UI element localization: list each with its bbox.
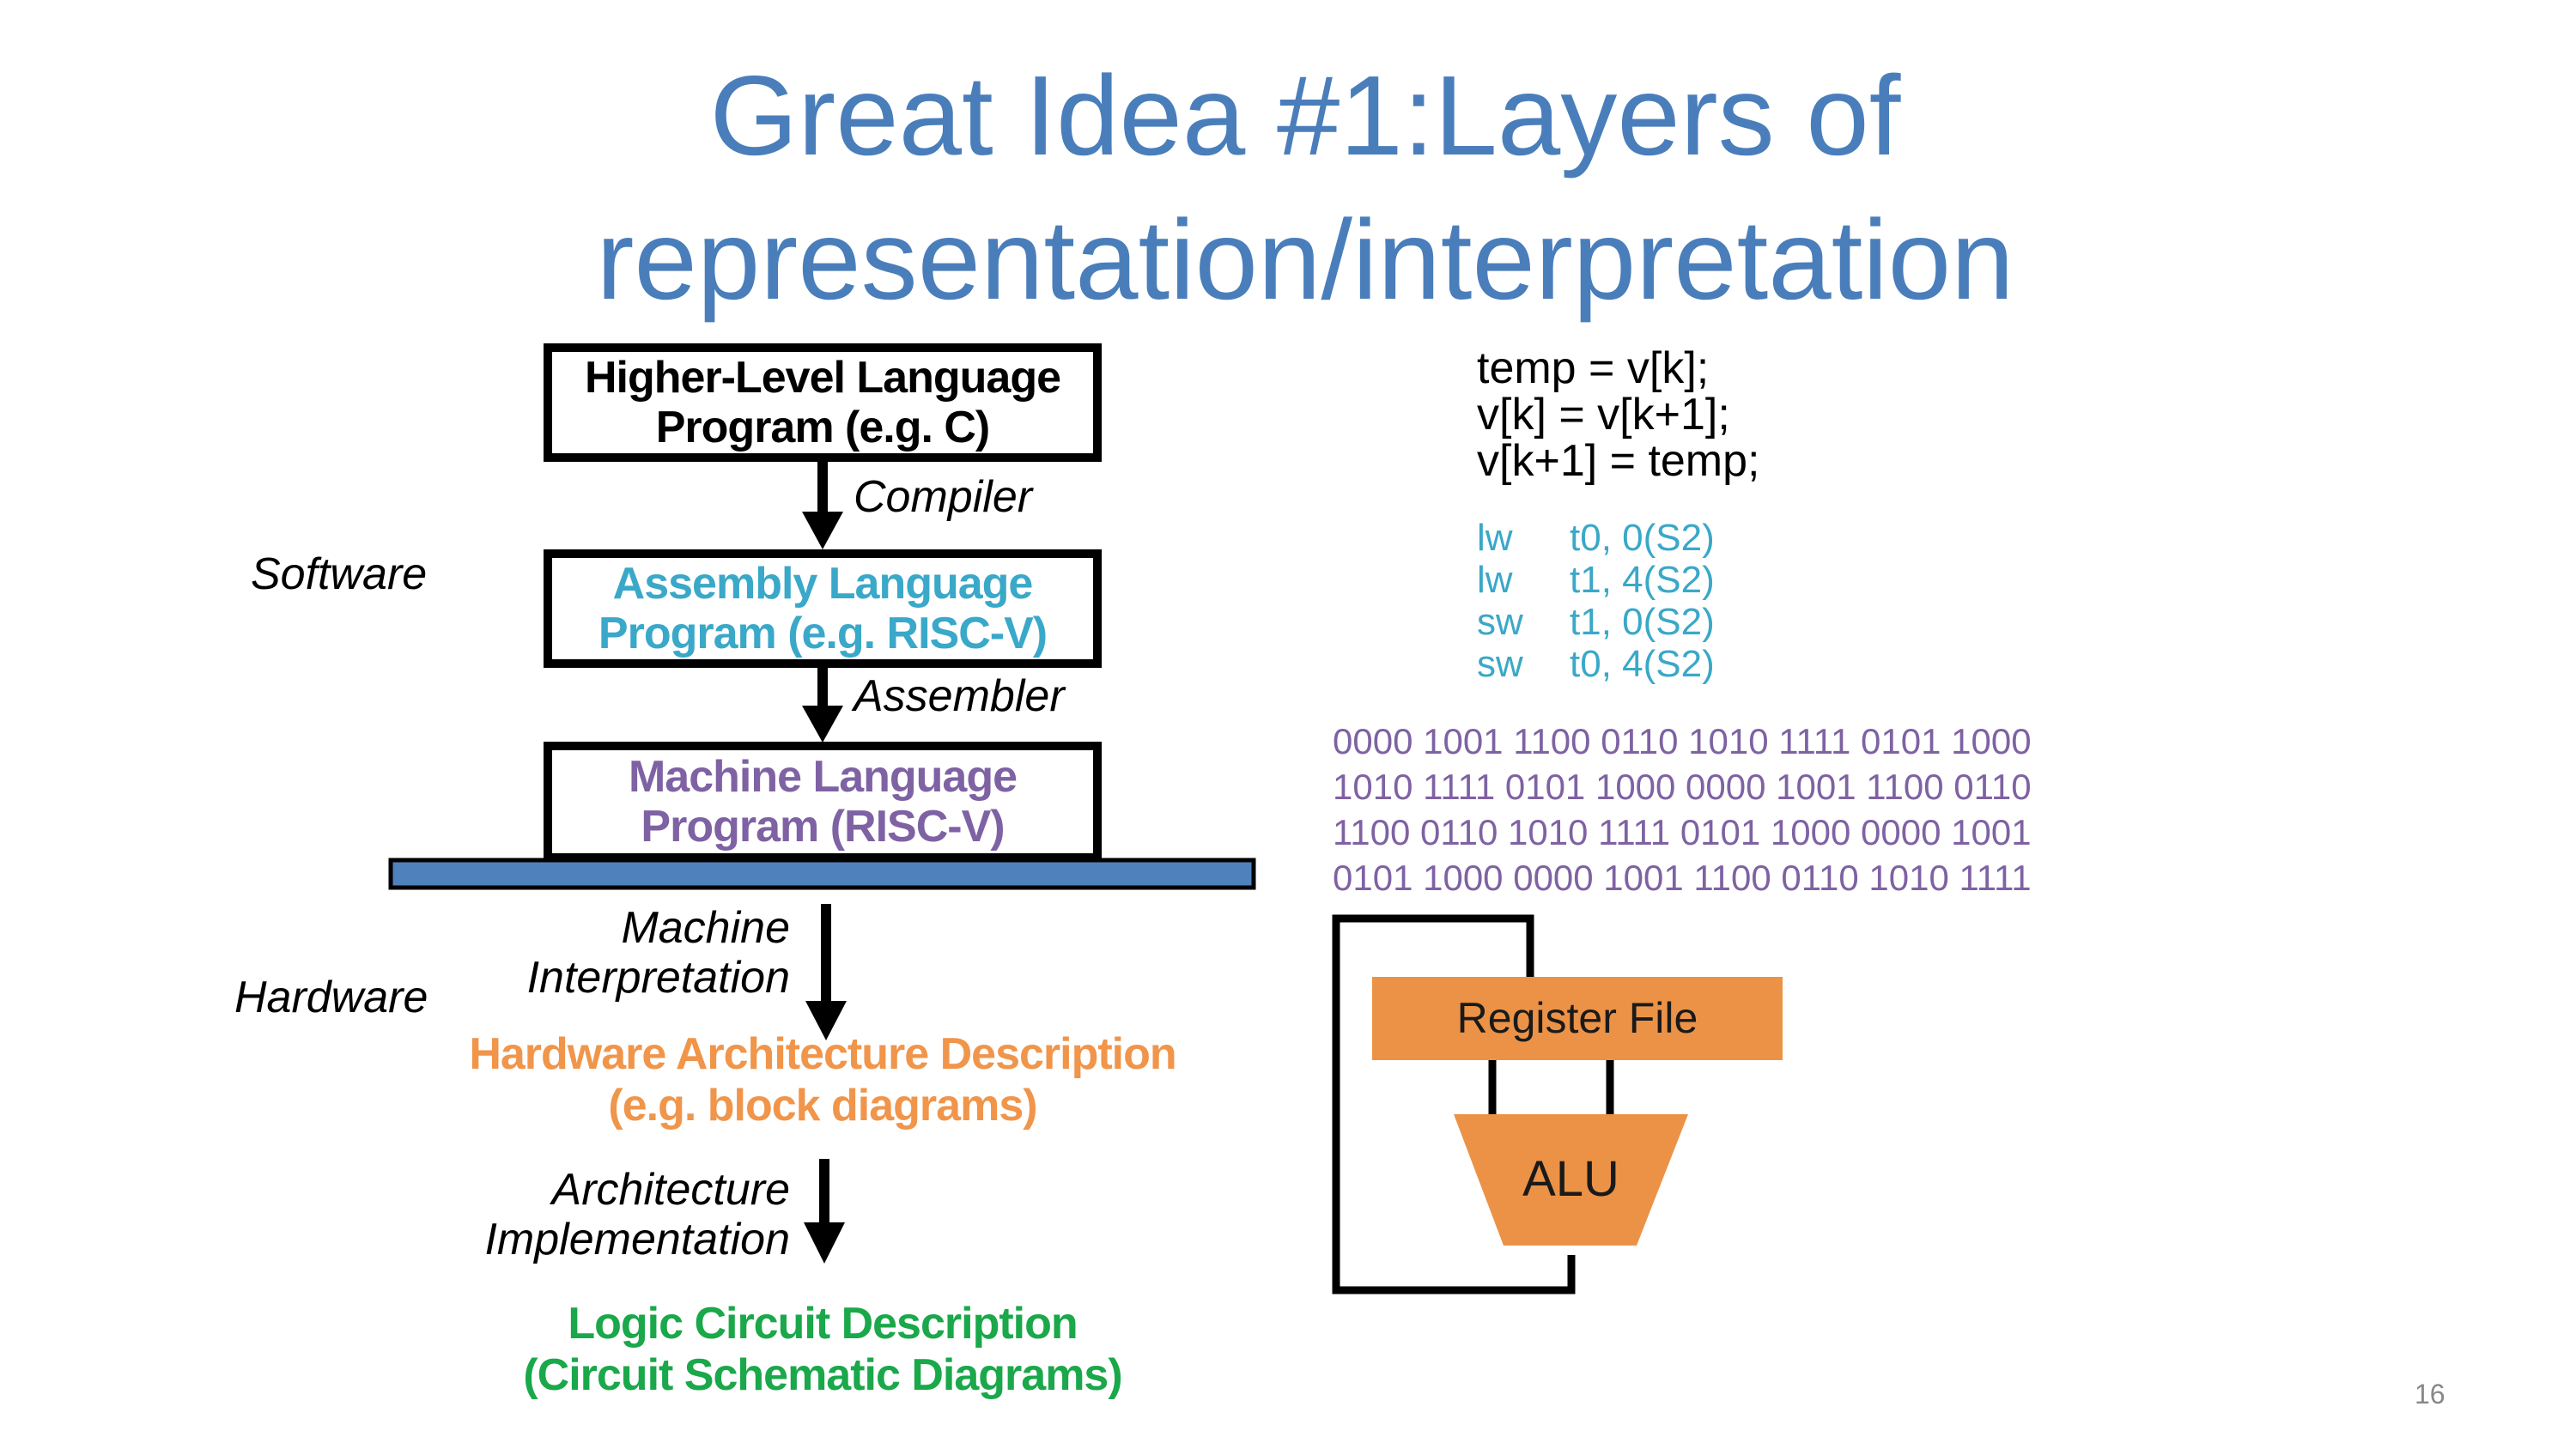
asm-op: lw: [1477, 517, 1513, 559]
machine-interpretation-label: Machine Interpretation: [527, 903, 790, 1003]
hw-sw-interface-bar: [388, 858, 1256, 890]
layer-hw-arch-line2: (e.g. block diagrams): [608, 1081, 1037, 1131]
binary-line: 1010 1111 0101 1000 0000 1001 1100 0110: [1333, 767, 2032, 807]
architecture-implementation-line1: Architecture: [551, 1165, 790, 1215]
asm-op: sw: [1477, 601, 1523, 643]
binary-line: 0101 1000 0000 1001 1100 0110 1010 1111: [1333, 858, 2032, 898]
c-code-line: temp = v[k];: [1477, 343, 1710, 393]
arrow-compiler: [802, 460, 843, 549]
layer-asm-line2: Program (e.g. RISC-V): [598, 609, 1048, 658]
alu-label: ALU: [1522, 1151, 1619, 1207]
layer-machine-line2: Program (RISC-V): [641, 802, 1005, 852]
layer-hw-arch: Hardware Architecture Description (e.g. …: [469, 1028, 1176, 1131]
asm-line: sw t1, 0(S2): [1477, 601, 1715, 643]
binary-code-block: 0000 1001 1100 0110 1010 1111 0101 1000 …: [1333, 718, 2032, 900]
assembler-label: Assembler: [854, 671, 1065, 721]
asm-op: lw: [1477, 559, 1513, 601]
software-label: Software: [251, 549, 428, 599]
layer-machine-box: Machine Language Program (RISC-V): [544, 742, 1102, 862]
slide-title-line2: representation/interpretation: [596, 197, 2014, 323]
c-code-line: v[k+1] = temp;: [1477, 436, 1760, 486]
asm-line: lw t0, 0(S2): [1477, 517, 1715, 559]
asm-op: sw: [1477, 643, 1523, 685]
architecture-implementation-label: Architecture Implementation: [484, 1165, 790, 1264]
compiler-label: Compiler: [854, 472, 1033, 522]
layer-logic-line1: Logic Circuit Description: [568, 1299, 1078, 1349]
layer-machine-line1: Machine Language: [628, 752, 1018, 802]
datapath-diagram: [1332, 914, 1783, 1294]
layer-logic-line2: (Circuit Schematic Diagrams): [523, 1350, 1122, 1400]
layer-hw-arch-line1: Hardware Architecture Description: [469, 1029, 1176, 1079]
register-file-block: [1372, 977, 1783, 1060]
arrow-architecture-implementation: [804, 1159, 845, 1264]
page-number: 16: [2415, 1379, 2445, 1410]
c-code-block: temp = v[k]; v[k] = v[k+1]; v[k+1] = tem…: [1477, 345, 1760, 484]
binary-line: 0000 1001 1100 0110 1010 1111 0101 1000: [1333, 721, 2032, 761]
machine-interpretation-line1: Machine: [621, 903, 790, 953]
asm-code-block: lw t0, 0(S2) lw t1, 4(S2) sw t1, 0(S2) sw t0…: [1477, 517, 1715, 685]
layer-asm-line1: Assembly Language: [612, 559, 1034, 609]
machine-interpretation-line2: Interpretation: [526, 953, 790, 1003]
alu-block: [1454, 1114, 1688, 1246]
asm-line: sw t0, 4(S2): [1477, 643, 1715, 685]
layer-hll-line1: Higher-Level Language: [585, 353, 1061, 403]
arrow-machine-interpretation: [805, 904, 847, 1040]
arrow-assembler: [802, 666, 843, 743]
asm-args: t1, 0(S2): [1570, 601, 1715, 643]
binary-line: 1100 0110 1010 1111 0101 1000 0000 1001: [1333, 812, 2032, 852]
register-file-label: Register File: [1456, 994, 1698, 1042]
hardware-label: Hardware: [234, 973, 428, 1022]
layer-hll-box: Higher-Level Language Program (e.g. C): [544, 343, 1102, 462]
asm-args: t0, 0(S2): [1570, 517, 1715, 559]
architecture-implementation-line2: Implementation: [484, 1215, 790, 1264]
asm-line: lw t1, 4(S2): [1477, 559, 1715, 601]
layer-asm-box: Assembly Language Program (e.g. RISC-V): [544, 549, 1102, 668]
layer-logic: Logic Circuit Description (Circuit Schem…: [523, 1298, 1122, 1401]
asm-args: t0, 4(S2): [1570, 643, 1715, 685]
layer-hll-line2: Program (e.g. C): [655, 403, 990, 452]
c-code-line: v[k] = v[k+1];: [1477, 390, 1730, 440]
asm-args: t1, 4(S2): [1570, 559, 1715, 601]
slide-title-line1: Great Idea #1:Layers of: [709, 52, 1901, 179]
